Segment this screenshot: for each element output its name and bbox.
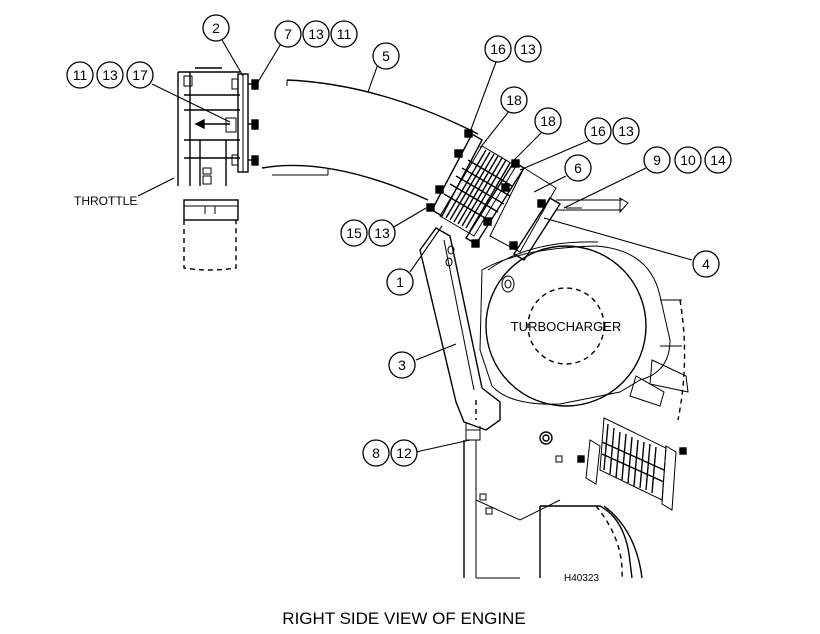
throttle-label: THROTTLE: [74, 194, 137, 208]
svg-text:18: 18: [540, 113, 556, 129]
svg-text:16: 16: [490, 41, 506, 57]
svg-text:6: 6: [574, 160, 582, 176]
callout-6: 6: [564, 154, 592, 182]
svg-text:7: 7: [284, 26, 292, 42]
throttle-assembly: [177, 67, 259, 271]
svg-text:2: 2: [212, 20, 220, 36]
svg-text:13: 13: [102, 67, 118, 83]
callout-16-13-upper: 16 13: [484, 35, 542, 63]
callout-2: 2: [202, 14, 230, 42]
callout-9-10-14: 9 10 14: [643, 146, 732, 174]
leader-lines: [137, 39, 693, 453]
callout-1: 1: [386, 268, 414, 296]
callout-11-13-17: 11 13 17: [66, 61, 154, 89]
callout-8-12: 8 12: [362, 439, 418, 467]
svg-text:11: 11: [337, 26, 352, 42]
svg-text:9: 9: [653, 152, 661, 168]
bellows-assembly: [426, 129, 629, 261]
intake-elbow: [261, 79, 479, 201]
callout-5: 5: [372, 42, 400, 70]
svg-text:12: 12: [396, 445, 412, 461]
callout-7-13-11: 7 13 11: [274, 20, 358, 48]
callout-16-13-lower: 16 13: [584, 117, 640, 145]
svg-text:15: 15: [346, 225, 362, 241]
svg-text:10: 10: [680, 152, 696, 168]
svg-text:13: 13: [618, 123, 634, 139]
svg-text:3: 3: [398, 357, 406, 373]
svg-text:14: 14: [710, 152, 726, 168]
engine-block: [463, 400, 643, 579]
svg-text:17: 17: [132, 67, 148, 83]
callout-18-lower: 18: [534, 107, 562, 135]
svg-text:18: 18: [506, 92, 522, 108]
svg-text:8: 8: [372, 445, 380, 461]
svg-text:1: 1: [396, 274, 404, 290]
diagram-caption: RIGHT SIDE VIEW OF ENGINE: [282, 609, 525, 628]
callout-3: 3: [388, 351, 416, 379]
callout-4: 4: [692, 250, 720, 278]
svg-text:16: 16: [590, 123, 606, 139]
illustration-number: H40323: [564, 573, 599, 584]
callout-15-13: 15 13: [340, 219, 396, 247]
svg-text:13: 13: [308, 26, 324, 42]
svg-text:13: 13: [520, 41, 536, 57]
callout-18-upper: 18: [500, 86, 528, 114]
svg-text:5: 5: [382, 48, 390, 64]
turbocharger: [479, 241, 689, 511]
svg-text:11: 11: [73, 67, 88, 83]
support-bracket: [419, 227, 501, 441]
svg-text:4: 4: [702, 256, 710, 272]
svg-text:13: 13: [374, 225, 390, 241]
turbocharger-label: TURBOCHARGER: [511, 319, 622, 334]
